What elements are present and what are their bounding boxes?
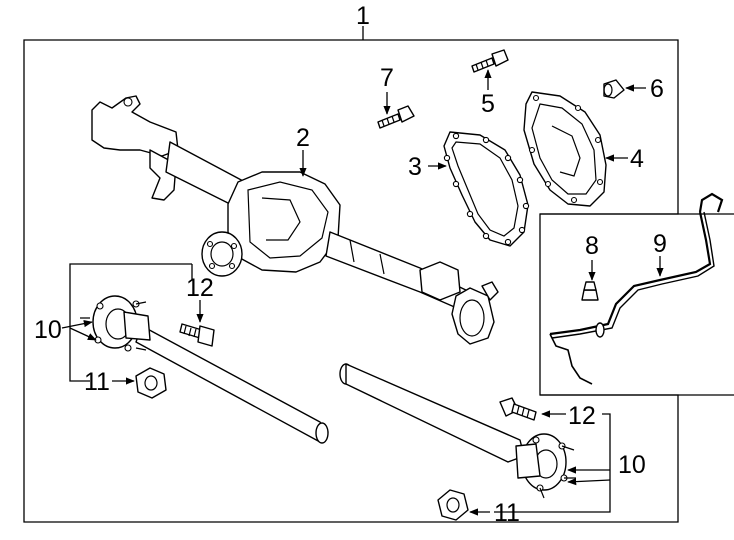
differential-cover: [523, 91, 607, 207]
vent-hose-9: [549, 192, 724, 385]
callout-7: 7: [380, 64, 394, 92]
fill-plug-6: [603, 79, 625, 99]
left-bolt-12: [179, 323, 215, 347]
right-lug-nut-11: [437, 489, 469, 521]
callout-9: 9: [653, 230, 667, 258]
callout-12-right: 12: [568, 402, 596, 430]
callout-2: 2: [296, 124, 310, 152]
leader-lines: [61, 69, 664, 516]
axle-housing: [91, 95, 499, 345]
callout-6: 6: [650, 75, 664, 103]
cover-bolt-5: [471, 49, 509, 73]
left-lug-nut-11: [135, 367, 167, 399]
callout-3: 3: [408, 153, 422, 181]
vent-connector-8: [581, 281, 599, 301]
callout-5: 5: [481, 90, 495, 118]
cover-bolt-7: [377, 105, 415, 129]
callout-10-left: 10: [34, 316, 62, 344]
callout-11-right: 11: [494, 499, 520, 527]
callout-4: 4: [630, 145, 644, 173]
callout-12-left: 12: [186, 274, 214, 302]
callout-1: 1: [356, 2, 370, 30]
callout-10-right: 10: [618, 451, 646, 479]
right-bolt-12: [499, 397, 537, 421]
callout-11-left: 11: [84, 368, 110, 396]
vent-hose-subframe: [540, 213, 734, 396]
cover-gasket: [443, 131, 530, 247]
callout-8: 8: [585, 232, 599, 260]
left-axle-shaft: [80, 295, 329, 444]
right-axle-shaft: [339, 363, 576, 499]
